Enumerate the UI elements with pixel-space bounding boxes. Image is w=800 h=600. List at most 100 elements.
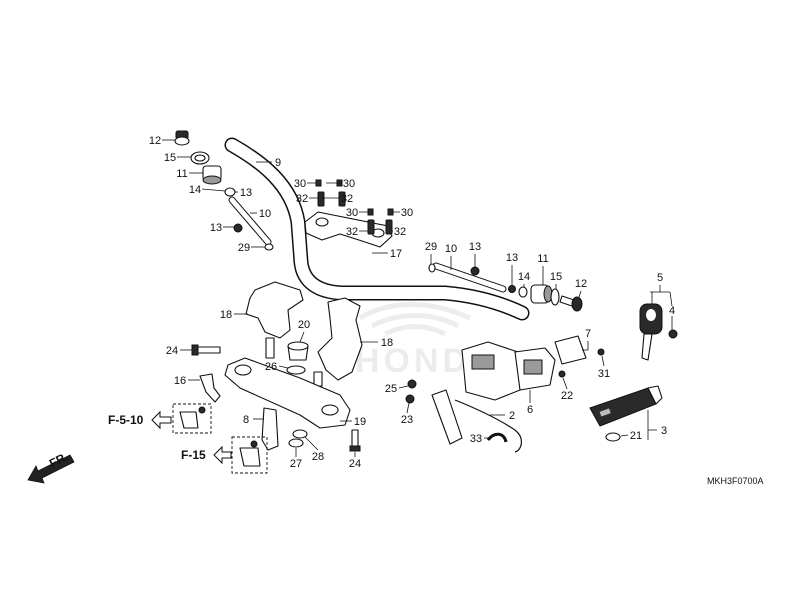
- washer-26: [286, 365, 306, 375]
- key-head-hole: [646, 309, 656, 321]
- bolt-24-bottom-shank: [351, 429, 359, 449]
- ref-label-f15: F-15: [181, 448, 206, 462]
- bolt-32-a: [317, 191, 325, 207]
- ring-29-left: [264, 243, 274, 251]
- handle-pipe: [224, 137, 530, 321]
- callout-19: 19: [354, 416, 366, 428]
- bushings: [286, 341, 309, 375]
- callout-13: 13: [240, 187, 252, 199]
- callout-16: 16: [174, 375, 186, 387]
- ring-15-left-hole: [194, 154, 206, 162]
- ref-arrow-f15: [213, 445, 232, 465]
- parts-27-28: [288, 429, 308, 448]
- callout-10: 10: [259, 208, 271, 220]
- callout-29: 29: [238, 242, 250, 254]
- boxed-part-2: [239, 447, 261, 467]
- diagram-code: MKH3F0700A: [707, 476, 764, 486]
- collar-27: [288, 438, 304, 448]
- callout-6: 6: [527, 404, 533, 416]
- leader-7: [582, 341, 589, 351]
- callout-15: 15: [164, 152, 176, 164]
- front-direction-indicator: FR.: [27, 449, 75, 484]
- callout-7: 7: [585, 328, 591, 340]
- leader-3: [647, 410, 657, 440]
- bridge-hole-1: [234, 364, 252, 376]
- washer-30-c: [367, 208, 374, 216]
- callout-32: 32: [341, 193, 353, 205]
- cover-7-body: [554, 335, 587, 365]
- leader-28: [304, 436, 319, 451]
- switch-face: [471, 354, 495, 370]
- wing-logo: [358, 302, 472, 337]
- callout-32: 32: [296, 193, 308, 205]
- callout-24: 24: [166, 345, 178, 357]
- callout-4: 4: [669, 305, 675, 317]
- leader-lines: [162, 139, 673, 457]
- bracket-16-body: [199, 373, 221, 403]
- bolt-24-left: [191, 344, 221, 356]
- callout-30: 30: [343, 178, 355, 190]
- bolt-24-bottom: [349, 429, 361, 452]
- switch-lever: [431, 389, 463, 445]
- switch-unit-6: [514, 347, 556, 391]
- callout-31: 31: [598, 368, 610, 380]
- callout-23: 23: [401, 414, 413, 426]
- callout-2: 2: [509, 410, 515, 422]
- boxed-part-1: [179, 411, 199, 429]
- screw-22: [558, 370, 566, 378]
- key-fob-3: [589, 385, 663, 442]
- callout-14: 14: [518, 271, 530, 283]
- bolt-12-right-head: [571, 296, 583, 312]
- callout-29: 29: [425, 241, 437, 253]
- front-arrow-icon: [27, 454, 75, 484]
- dashed-box-2: [231, 436, 268, 474]
- lower-holder-right-body: [317, 297, 363, 381]
- callout-13: 13: [469, 241, 481, 253]
- ref-arrow-f5-10: [151, 410, 172, 430]
- bolt-24-bottom-head: [349, 445, 361, 452]
- bottom-bridge: [224, 357, 351, 429]
- callout-13: 13: [210, 222, 222, 234]
- switch-assembly: [405, 341, 522, 453]
- callout-18: 18: [381, 337, 393, 349]
- bracket-16: [199, 373, 221, 403]
- lower-holder-left-post: [265, 337, 275, 359]
- bolt-32-d: [385, 219, 393, 235]
- callout-27: 27: [290, 458, 302, 470]
- rod-10-left: [229, 197, 271, 245]
- lower-holder-left-body: [245, 281, 304, 339]
- bracket-8: [261, 407, 279, 451]
- leader-14-left: [201, 188, 226, 192]
- callout-5: 5: [657, 272, 663, 284]
- ring-15-right: [550, 288, 560, 306]
- bottom-bridge-body: [224, 357, 351, 429]
- screw-31: [597, 348, 605, 356]
- callout-24: 24: [349, 458, 361, 470]
- callout-13: 13: [506, 252, 518, 264]
- lower-holder-right: [313, 297, 363, 387]
- washer-30-a: [315, 179, 322, 187]
- lower-holder-left: [245, 281, 304, 359]
- leader-31: [601, 355, 605, 367]
- cap-4: [668, 329, 678, 339]
- nut-13-left: [233, 223, 243, 233]
- leader-5: [650, 285, 673, 307]
- callout-28: 28: [312, 451, 324, 463]
- leader-21: [620, 434, 629, 437]
- leader-25: [398, 385, 409, 389]
- callout-15: 15: [550, 271, 562, 283]
- boxed-screw-1: [198, 406, 206, 414]
- nut-25: [407, 379, 417, 389]
- callout-22: 22: [561, 390, 573, 402]
- right-bar-end-weight-parts: [428, 262, 583, 312]
- left-bar-end-weight-parts: [174, 130, 274, 251]
- callout-21: 21: [630, 430, 642, 442]
- ring-29-right: [428, 263, 436, 273]
- bolt-24-left-shank: [195, 346, 221, 354]
- callout-26: 26: [265, 361, 277, 373]
- ref-box-f15: F-15: [181, 436, 268, 474]
- ref-box-f5-10: F-5-10: [108, 403, 212, 434]
- key-blade: [641, 333, 653, 361]
- nut-13-right-b: [508, 285, 516, 293]
